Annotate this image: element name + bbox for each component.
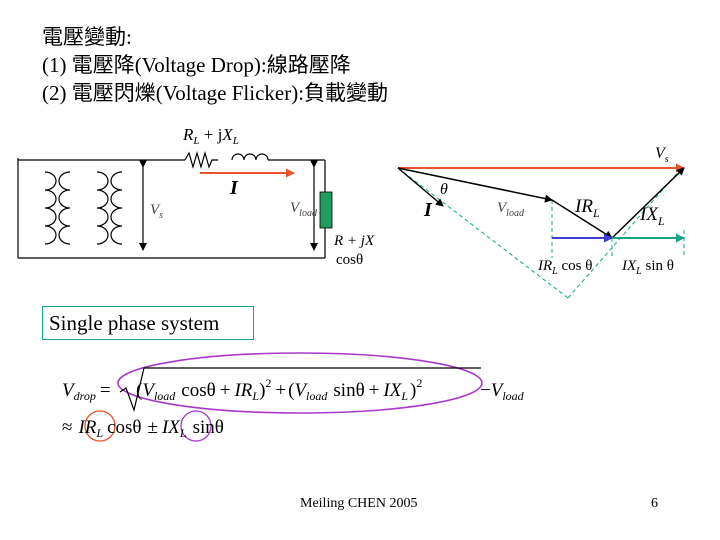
phasor-ir-cos-label: IRL cos θ: [537, 258, 592, 277]
highlight-circle-ix: [180, 410, 212, 442]
footer-author: Meiling CHEN 2005: [300, 496, 418, 511]
equation-line-1: Vdrop=: [62, 380, 111, 403]
item-voltage-drop: (1) 電壓降(Voltage Drop):線路壓降: [42, 53, 351, 77]
slide-title: 電壓變動:: [42, 25, 132, 49]
phasor-theta-label: θ: [440, 181, 448, 198]
load-box: [319, 191, 333, 229]
load-cos-label: cosθ: [336, 252, 363, 268]
phasor-current-label: I: [423, 199, 433, 221]
phasor-construction-lines: [397, 167, 685, 299]
sqrt-sign-icon: [119, 367, 481, 413]
current-label: I: [229, 177, 239, 199]
highlight-ellipse: [117, 352, 483, 414]
line-resistor-icon: [184, 150, 218, 170]
single-phase-system-box: Single phase system: [42, 306, 254, 340]
highlight-circle-ir: [84, 410, 116, 442]
phasor-ir-label: IRL: [574, 196, 600, 220]
phasor-diagram: Vs θ I Vload IRL IXL IRL cos θ IXL sin θ: [397, 145, 685, 299]
source-voltage-label: Vs: [150, 202, 163, 221]
phasor-current: [397, 167, 444, 207]
equation-minus-vload: −Vload: [480, 380, 525, 403]
circuit-diagram: RL + jXL Vs I Vload R + jX cosθ: [17, 125, 375, 268]
circuit-wires: [18, 159, 326, 259]
phasor-ir: [551, 199, 613, 239]
load-voltage-label: Vload: [290, 200, 318, 219]
item-voltage-flicker: (2) 電壓閃爍(Voltage Flicker):負載變動: [42, 81, 389, 105]
phasor-vload: [397, 167, 553, 203]
line-impedance-label: RL + jXL: [182, 125, 239, 147]
phasor-vs-label: Vs: [655, 145, 669, 165]
phasor-ix-sin-label: IXL sin θ: [621, 258, 674, 277]
line-inductor-icon: [231, 153, 269, 161]
phasor-ix: [611, 167, 685, 239]
phasor-vload-label: Vload: [497, 200, 525, 219]
phasor-ix-label: IXL: [639, 204, 665, 228]
page-number: 6: [651, 496, 658, 511]
transformer-icon: [17, 158, 123, 258]
load-impedance-label: R + jX: [333, 233, 375, 249]
